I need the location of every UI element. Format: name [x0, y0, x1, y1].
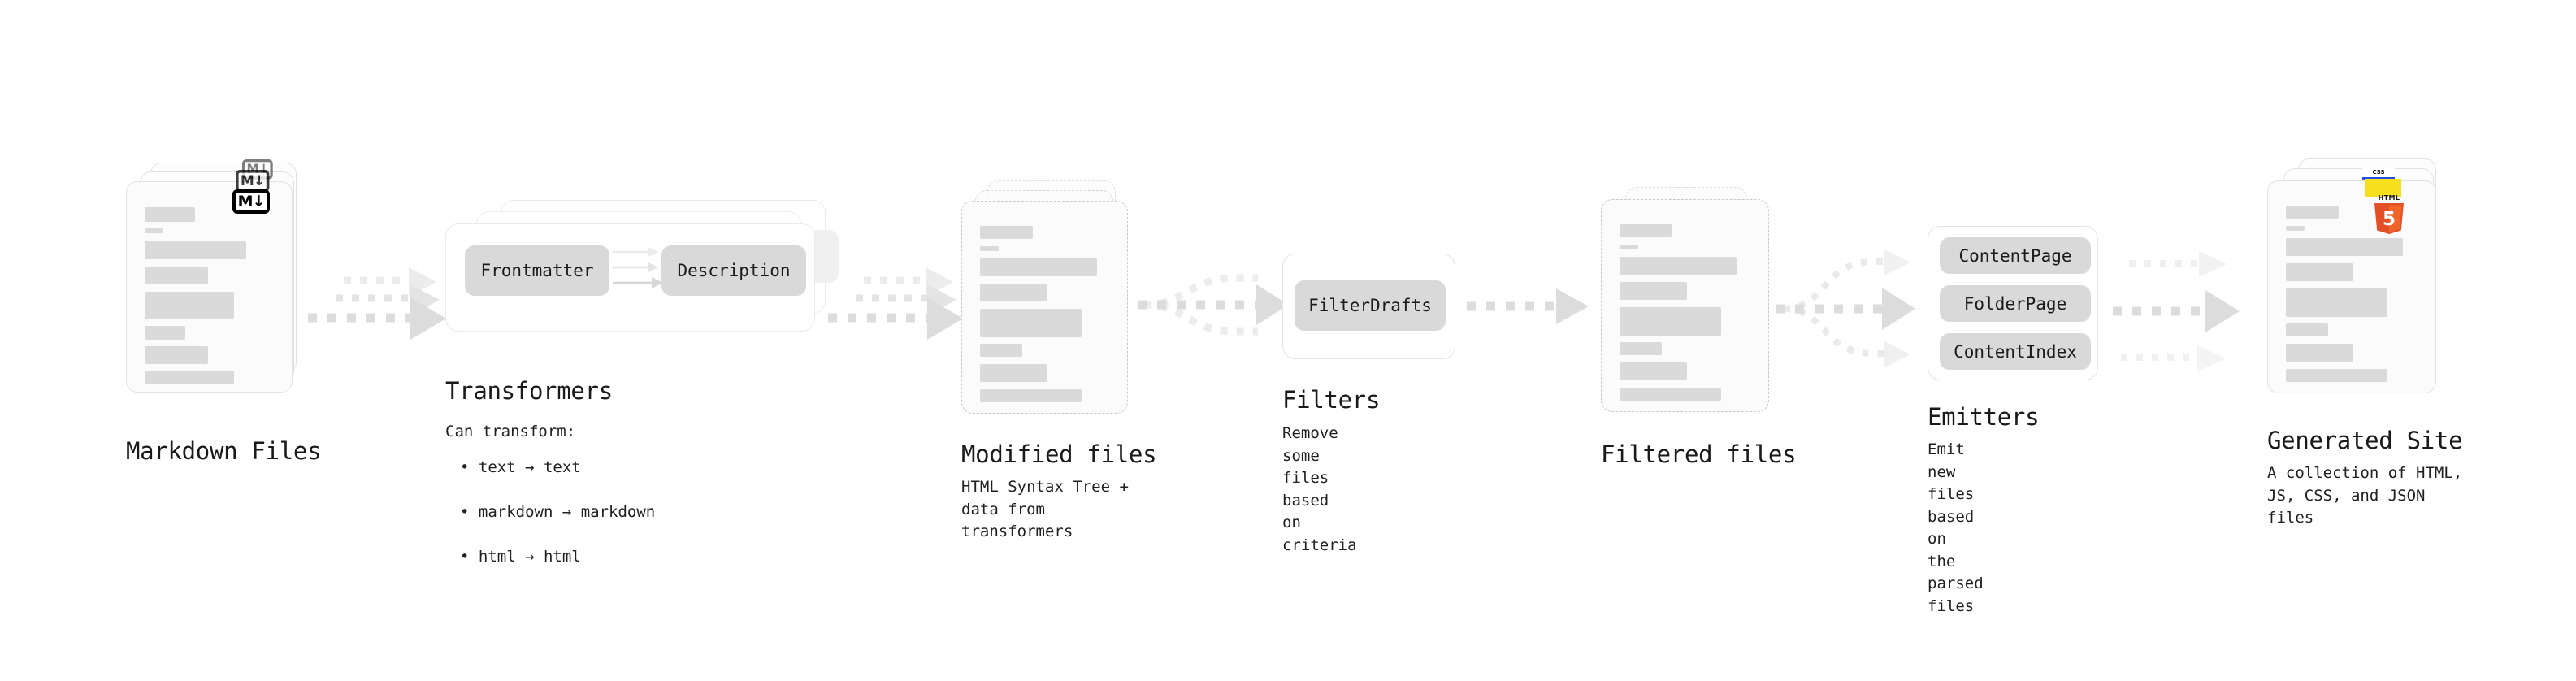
transformers-bullet-2: • html → html [460, 547, 581, 566]
site-card-front [2267, 180, 2436, 393]
markdown-card-front [126, 181, 293, 393]
connector-filtered-to-emitters [1776, 249, 1915, 367]
filter-chip-filterdrafts[interactable]: FilterDrafts [1295, 280, 1446, 331]
stage-desc-generated-site: A collection of HTML, JS, CSS, and JSON … [2267, 464, 2463, 527]
html5-icon: HTML 5 [2371, 193, 2407, 235]
emitter-chip-contentpage-label: ContentPage [1958, 245, 2072, 266]
filtered-file-stack [1601, 187, 1788, 431]
transformer-panel-front: Frontmatter Description [445, 223, 815, 332]
filter-chip-filterdrafts-label: FilterDrafts [1308, 296, 1432, 315]
stage-markdown-files: M↓ M↓ M↓ Markdown Files [126, 159, 322, 465]
markdown-icon-front: M↓ [232, 189, 270, 214]
emitter-chip-folderpage-label: FolderPage [1963, 293, 2067, 314]
stage-title-modified-files: Modified files [961, 440, 1157, 468]
stage-title-filters: Filters [1282, 386, 1381, 414]
transformer-panel-stack: Frontmatter Description [445, 193, 839, 336]
transformers-bullet-0: • text → text [460, 458, 581, 476]
stage-title-generated-site: Generated Site [2267, 427, 2463, 454]
transformers-bullet-list: • text → text • markdown → markdown • ht… [460, 434, 655, 591]
emitter-chip-contentindex[interactable]: ContentIndex [1940, 333, 2091, 370]
transformers-bullet-1: • markdown → markdown [460, 502, 656, 521]
filters-box: FilterDrafts [1282, 254, 1455, 359]
css-icon-label: CSS [2372, 168, 2385, 176]
markdown-icon-mid: M↓ [236, 170, 270, 192]
connector-emitters-to-site [2113, 251, 2240, 371]
stage-title-transformers: Transformers [445, 377, 613, 405]
stage-filtered-files: Filtered files [1601, 187, 1797, 468]
emitter-chip-folderpage[interactable]: FolderPage [1940, 285, 2091, 322]
filtered-card-front [1601, 199, 1769, 412]
stage-desc-emitters: Emit new files based on the parsed files [1928, 440, 1984, 615]
modified-card-front [961, 201, 1128, 414]
stage-transformers: Run in parallel Frontmatter Description [445, 193, 839, 566]
stage-generated-site: CSS HTML 5 Generated Site A collection o… [2267, 158, 2470, 527]
svg-text:5: 5 [2383, 209, 2396, 230]
stage-title-markdown-files: Markdown Files [126, 437, 322, 465]
transformer-chip-frontmatter-label: Frontmatter [480, 261, 594, 280]
emitter-chip-contentindex-label: ContentIndex [1954, 341, 2077, 362]
svg-text:HTML: HTML [2379, 194, 2400, 202]
connector-modified-to-filters [1138, 274, 1289, 336]
markdown-file-stack: M↓ M↓ M↓ [126, 159, 321, 423]
connector-filters-to-filtered [1467, 288, 1589, 324]
connector-md-to-transformers [308, 267, 446, 340]
transformer-chip-frontmatter[interactable]: Frontmatter [465, 245, 609, 296]
transformer-chip-description[interactable]: Description [661, 245, 806, 296]
stage-desc-filters: Remove some files based on criteria [1282, 424, 1357, 554]
stage-title-emitters: Emitters [1928, 403, 2040, 431]
js-icon [2365, 179, 2401, 197]
generated-site-stack: CSS HTML 5 [2267, 158, 2470, 427]
transformer-internal-arrows [613, 247, 663, 288]
transformer-chip-description-label: Description [677, 261, 791, 280]
stage-modified-files: Modified files HTML Syntax Tree + data f… [961, 180, 1157, 540]
stage-title-filtered-files: Filtered files [1601, 440, 1797, 468]
emitters-box: ContentPage FolderPage ContentIndex [1928, 226, 2098, 380]
modified-file-stack [961, 180, 1148, 424]
stage-desc-transformers: Can transform: [445, 423, 576, 440]
stage-desc-modified-files: HTML Syntax Tree + data from transformer… [961, 478, 1129, 541]
emitter-chip-contentpage[interactable]: ContentPage [1940, 237, 2091, 274]
connector-transformers-to-modified [828, 267, 963, 340]
